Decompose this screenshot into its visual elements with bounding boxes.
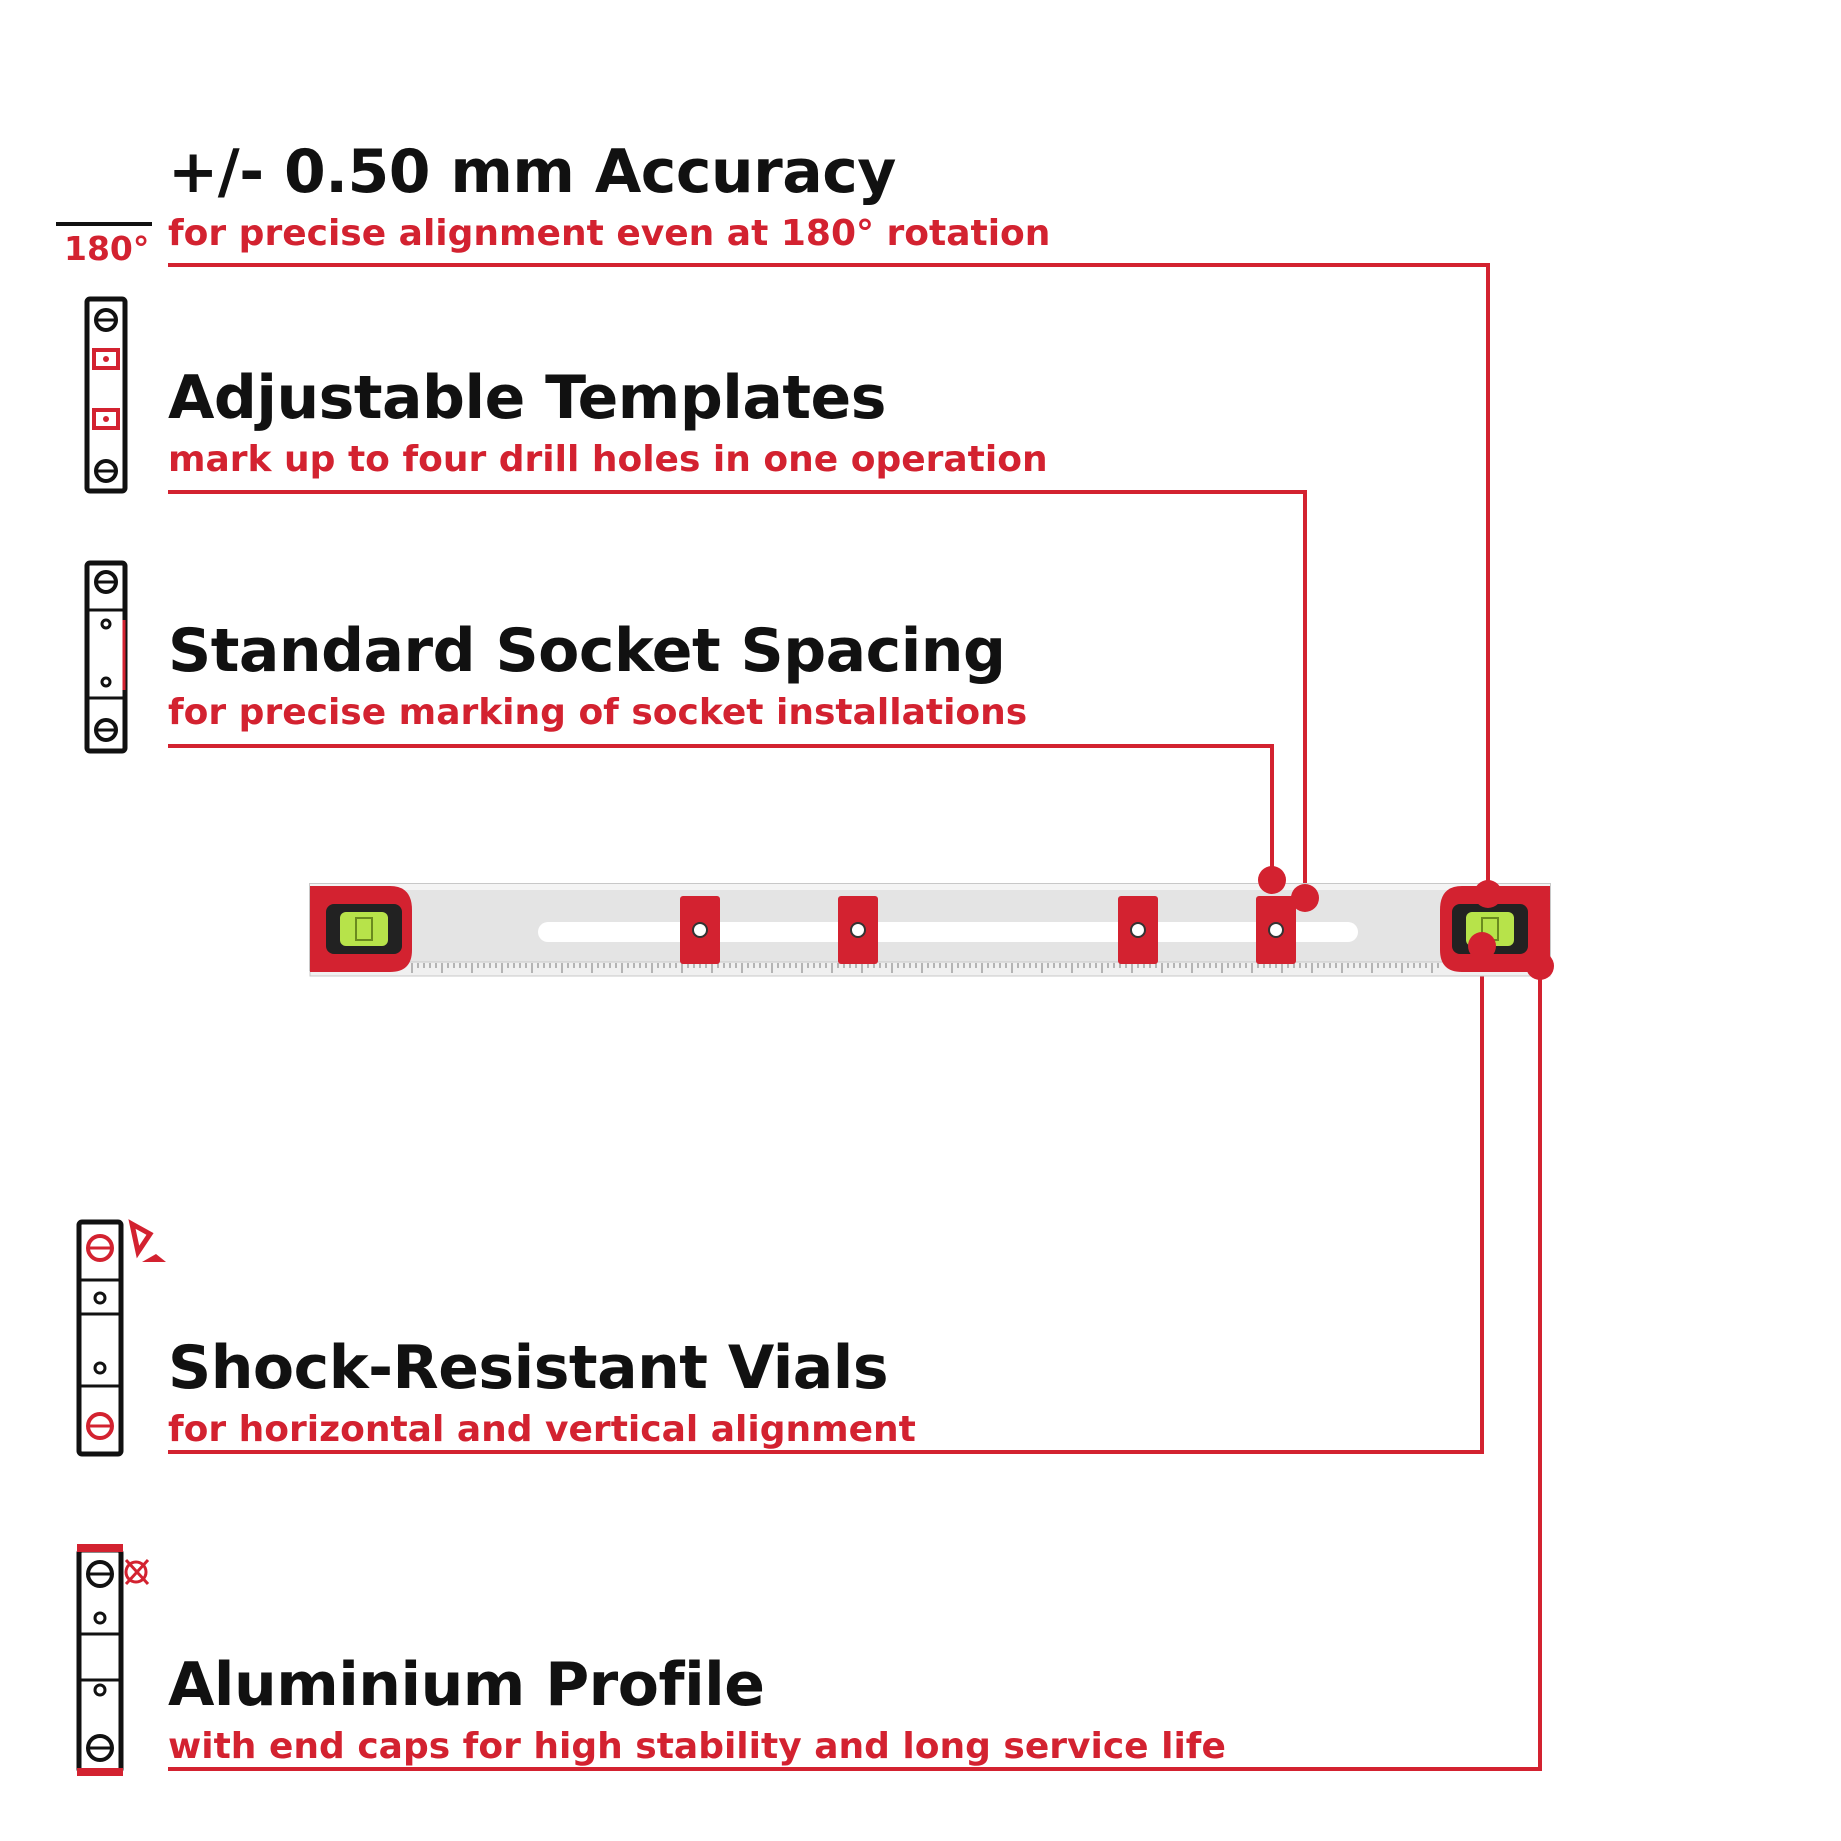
end-cap-icon bbox=[76, 1544, 150, 1776]
feature-subtitle: for precise marking of socket installati… bbox=[168, 692, 1028, 733]
feature-title: Shock-Resistant Vials bbox=[168, 1333, 889, 1403]
feature-subtitle: for precise alignment even at 180° rotat… bbox=[168, 213, 1051, 254]
feature-title: Adjustable Templates bbox=[168, 363, 886, 433]
feature-subtitle: for horizontal and vertical alignment bbox=[168, 1409, 916, 1450]
callout-dot-vials bbox=[1468, 932, 1496, 960]
callout-line-accuracy bbox=[168, 263, 1490, 894]
feature-title: +/- 0.50 mm Accuracy bbox=[168, 137, 896, 207]
callout-line-vials bbox=[168, 946, 1484, 1454]
feature-title: Standard Socket Spacing bbox=[168, 616, 1006, 686]
feature-socket-spacing: Standard Socket Spacing for precise mark… bbox=[168, 621, 1027, 731]
callout-dot-templates bbox=[1291, 884, 1319, 912]
feature-aluminium-profile: Aluminium Profile with end caps for high… bbox=[168, 1655, 1226, 1765]
feature-subtitle: with end caps for high stability and lon… bbox=[168, 1726, 1226, 1767]
rotation-degree-label: 180° bbox=[64, 229, 150, 268]
rotation-line bbox=[56, 222, 152, 226]
callout-line-templates bbox=[168, 490, 1307, 898]
feature-adjustable-templates: Adjustable Templates mark up to four dri… bbox=[168, 368, 1048, 478]
rotation-180-icon: 180° bbox=[52, 222, 152, 265]
callout-line-profile bbox=[168, 966, 1542, 1771]
callout-dot-socket bbox=[1258, 866, 1286, 894]
ruler-ticks bbox=[411, 963, 1439, 973]
shock-resistant-vial-icon bbox=[76, 1219, 166, 1457]
callout-line-socket bbox=[168, 744, 1274, 880]
callout-dot-accuracy bbox=[1474, 880, 1502, 908]
adjustable-templates-icon bbox=[84, 296, 128, 494]
feature-subtitle: mark up to four drill holes in one opera… bbox=[168, 439, 1048, 480]
feature-shock-resistant-vials: Shock-Resistant Vials for horizontal and… bbox=[168, 1338, 916, 1448]
socket-spacing-icon bbox=[84, 560, 128, 754]
spirit-level bbox=[309, 883, 1551, 977]
feature-title: Aluminium Profile bbox=[168, 1650, 765, 1720]
callout-dot-profile bbox=[1526, 952, 1554, 980]
feature-accuracy: +/- 0.50 mm Accuracy for precise alignme… bbox=[168, 142, 1050, 252]
